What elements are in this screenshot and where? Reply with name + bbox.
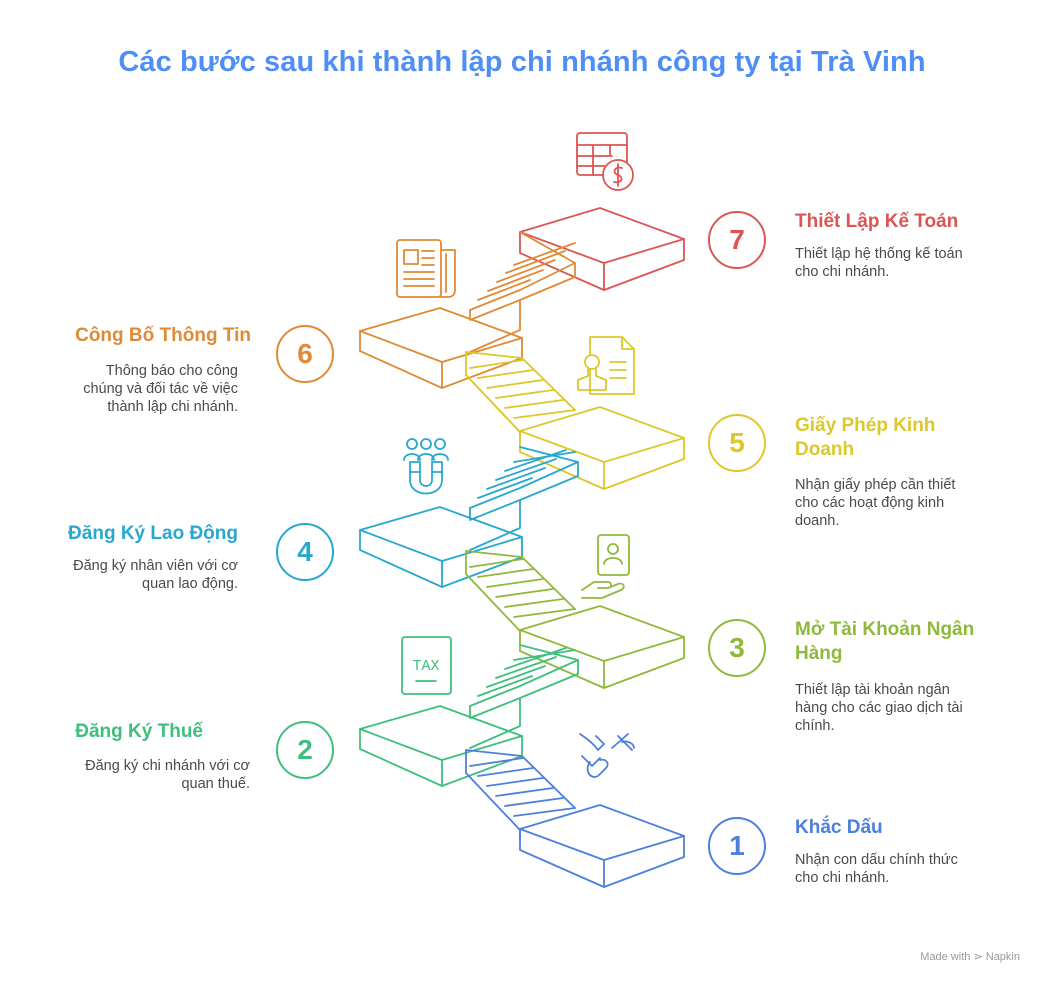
newspaper-icon [396,239,456,298]
stairs-3-4 [465,550,576,641]
platform-4 [359,506,523,588]
step-title-7: Thiết Lập Kế Toán [795,211,959,232]
platform-7 [519,207,685,291]
step-number-5: 5 [708,414,766,472]
step-title-5: Giấy Phép Kinh Doanh [795,415,936,460]
step-title-4: Đăng Ký Lao Động [68,523,238,544]
platform-2 [359,705,523,787]
tax-icon-label: TAX [412,658,439,675]
step-desc-6: Thông báo cho công chúng và đối tác về v… [83,363,238,415]
step-desc-2: Đăng ký chi nhánh với cơ quan thuế. [85,758,250,792]
step-number-4: 4 [276,523,334,581]
step-title-6: Công Bố Thông Tin [75,325,251,346]
tax-document-icon [401,636,452,695]
step-desc-5: Nhận giấy phép cần thiết cho các hoạt độ… [795,477,956,529]
accounting-sheet-icon [576,132,634,191]
stairs-4-5 [469,446,579,551]
people-magnet-icon [403,438,449,495]
step-desc-4: Đăng ký nhân viên với cơ quan lao động. [73,558,238,592]
step-number-1: 1 [708,817,766,875]
stairs-5-6 [465,351,576,441]
platform-3 [519,605,685,689]
footer-watermark: Made with ⋗ Napkin [920,951,1020,963]
step-number-3: 3 [708,619,766,677]
step-number-7: 7 [708,211,766,269]
stairs-6-7 [469,231,576,353]
step-desc-1: Nhận con dấu chính thức cho chi nhánh. [795,852,958,886]
bank-account-hand-icon [581,534,630,599]
step-number-2: 2 [276,721,334,779]
step-desc-3: Thiết lập tài khoản ngân hàng cho các gi… [795,682,963,734]
stairs-2-3 [469,644,579,749]
step-number-6: 6 [276,325,334,383]
step-desc-7: Thiết lập hệ thống kế toán cho chi nhánh… [795,246,963,280]
step-title-3: Mở Tài Khoản Ngân Hàng [795,619,975,664]
platform-1 [519,804,685,888]
platform-5 [519,406,685,490]
step-title-2: Đăng Ký Thuế [75,721,203,742]
stairs-1-2 [465,749,576,839]
platform-6 [359,307,523,389]
step-title-1: Khắc Dấu [795,817,883,838]
stamp-icon [579,733,635,778]
license-stamp-icon [577,336,635,395]
page-title: Các bước sau khi thành lập chi nhánh côn… [118,46,926,78]
